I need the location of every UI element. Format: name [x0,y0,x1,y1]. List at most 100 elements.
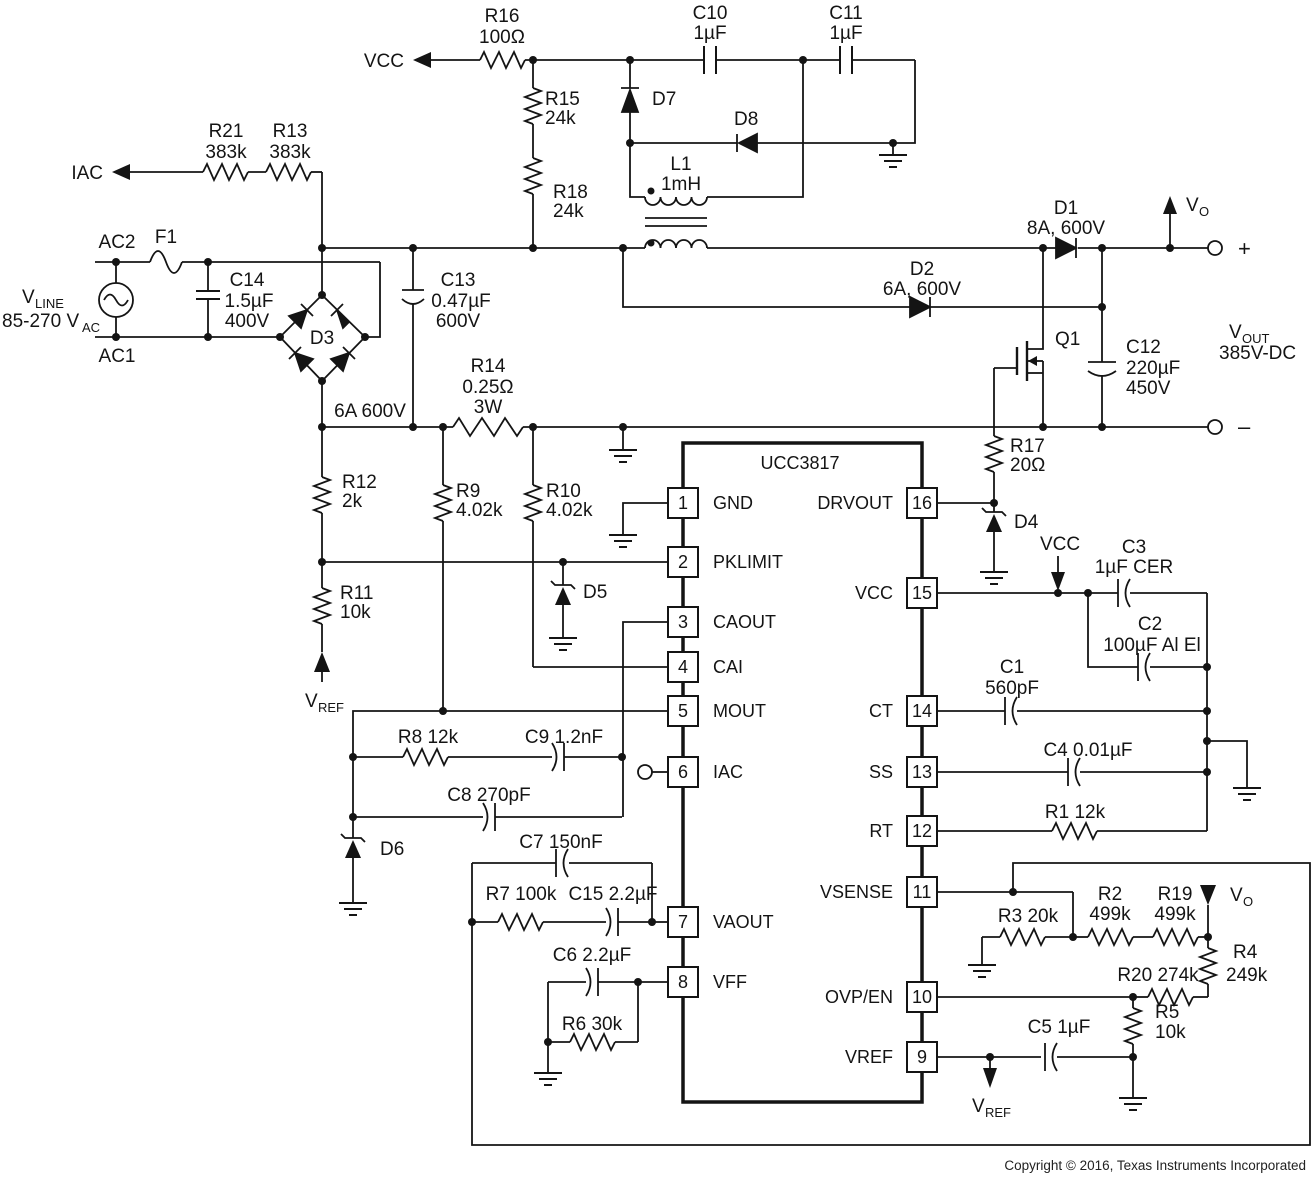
label-r14-val: 0.25Ω [462,377,513,398]
pin-2-num: 2 [678,552,688,572]
resistor-R13 [265,163,312,181]
label-r4-val: 249k [1226,965,1268,986]
label-d1-ref: D1 [1054,198,1078,219]
pin-9-num: 9 [917,1047,927,1067]
label-vo-right-sub: O [1243,894,1253,909]
pin-13-name: SS [869,762,893,782]
pin-7-num: 7 [678,912,688,932]
diode-D8 [736,132,758,154]
label-r3: R3 20k [998,906,1059,927]
labels: VCC R16 100Ω R15 24k R18 24k C10 1µF C11… [2,3,1296,1120]
label-l1-ref: L1 [670,154,691,175]
label-r14-ref: R14 [471,356,506,377]
capacitor-C1 [1004,696,1018,726]
label-vrange-sub: AC [82,320,100,335]
iac-arrow [112,164,130,180]
pin-3-num: 3 [678,612,688,632]
label-vcc-mid: VCC [1040,534,1080,555]
label-vline-sub: LINE [35,296,64,311]
label-vcc-top: VCC [364,51,404,72]
wires [95,59,1311,1146]
label-d2-rating: 6A, 600V [883,279,961,300]
vref-bottom-arrow [983,1068,997,1088]
resistor-R21 [202,163,249,181]
capacitor-C13 [401,289,425,305]
resistor-R8 [402,748,449,766]
terminals [637,240,1223,780]
label-vref-left: V [305,691,318,712]
label-r13-ref: R13 [273,121,308,142]
label-vline: V [22,287,35,308]
label-c7: C7 150nF [519,832,602,853]
label-r8: R8 12k [398,727,459,748]
label-d1-rating: 8A, 600V [1027,218,1105,239]
label-f1: F1 [155,227,177,248]
capacitor-C14 [196,290,220,300]
diode-D7 [620,87,640,113]
terminal-iac-pin [637,764,653,780]
label-r15-ref: R15 [545,89,580,110]
zener-D5 [550,580,576,605]
label-vref-left-sub: REF [318,700,344,715]
label-r10-ref: R10 [546,481,581,502]
label-c3-ref: C3 [1122,537,1146,558]
copyright: Copyright © 2016, Texas Instruments Inco… [1004,1158,1306,1173]
pin-10-num: 10 [912,987,932,1007]
resistor-R6 [569,1033,616,1051]
label-d3-rating: 6A 600V [334,401,406,422]
label-c12-rating: 450V [1126,378,1171,399]
label-plus: + [1238,236,1251,261]
zener-D6 [340,833,366,858]
pin-16-num: 16 [912,493,932,513]
label-vref-bottom-sub: REF [985,1105,1011,1120]
label-c1-ref: C1 [1000,657,1024,678]
label-iac: IAC [71,163,103,184]
label-c9: C9 1.2nF [525,727,603,748]
label-r2-val: 499k [1089,904,1131,925]
resistor-R14 [452,417,524,437]
pin-6-name: IAC [713,762,743,782]
capacitor-C15 [605,907,619,937]
label-c8: C8 270pF [447,785,530,806]
bridge-D3 [287,303,356,373]
resistor-R15 [524,87,542,125]
label-c13-rating: 600V [436,311,481,332]
pin-11-name: VSENSE [820,882,893,902]
label-r21-val: 383k [205,142,247,163]
pin-13-num: 13 [912,762,932,782]
label-d6: D6 [380,839,404,860]
label-d8: D8 [734,109,758,130]
label-c13-val: 0.47µF [431,291,491,312]
pin-5-name: MOUT [713,701,766,721]
resistor-R18 [524,157,542,195]
pin-4-name: CAI [713,657,743,677]
label-r18-val: 24k [553,201,584,222]
label-r14-rating: 3W [474,397,503,418]
resistor-R11 [313,587,331,625]
resistor-R3 [999,928,1046,946]
label-c1-val: 560pF [985,678,1039,699]
capacitor-C12 [1087,361,1117,377]
pin-9-name: VREF [845,1047,893,1067]
label-c12-ref: C12 [1126,337,1161,358]
label-vo-right: V [1230,885,1243,906]
label-c11-ref: C11 [829,3,862,24]
pin-10-name: OVP/EN [825,987,893,1007]
capacitor-C5 [1044,1042,1058,1072]
label-c14-val: 1.5µF [225,291,274,312]
label-r10-val: 4.02k [546,500,593,521]
label-r12-ref: R12 [342,472,377,493]
vcc-mid-arrow [1051,572,1065,591]
pin-4-num: 4 [678,657,688,677]
resistor-R1 [1051,822,1098,840]
label-d7: D7 [652,89,676,110]
pin-8-num: 8 [678,972,688,992]
label-c4: C4 0.01µF [1043,740,1132,761]
resistor-R16 [479,51,526,69]
label-c5: C5 1µF [1028,1017,1091,1038]
diode-D1 [1055,236,1079,260]
label-c2-ref: C2 [1138,614,1162,635]
label-d2-ref: D2 [910,259,934,280]
